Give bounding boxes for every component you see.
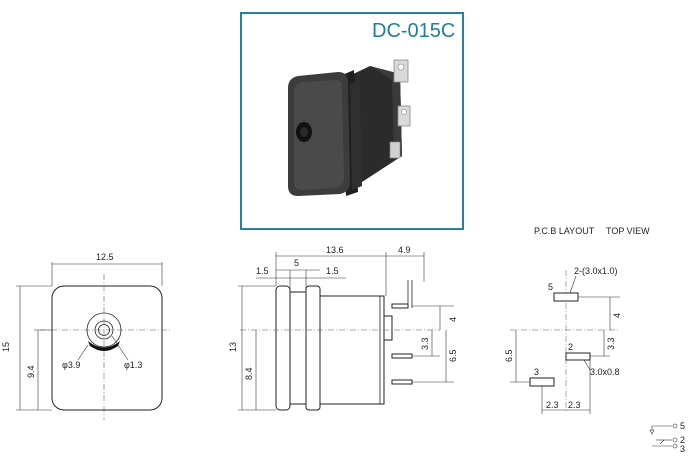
dim-width: 12.5 — [96, 252, 114, 262]
dim-pin-a: 4 — [448, 317, 458, 322]
pcb-dim-23b: 2.3 — [568, 400, 581, 410]
flange-front — [275, 285, 291, 411]
pcb-layout: P.C.B LAYOUT TOP VIEW 5 2 3 2-(3.0x1.0) … — [504, 226, 650, 414]
dim-center-height: 8.4 — [244, 367, 254, 380]
top-view-title: TOP VIEW — [606, 226, 650, 236]
product-photo-frame — [240, 12, 464, 230]
pcb-dim-33: 3.3 — [606, 337, 616, 350]
pad-2 — [565, 352, 591, 361]
dim-height: 15 — [1, 342, 11, 352]
dim-lead: 4.9 — [398, 245, 411, 255]
rear-body — [319, 295, 385, 405]
pad-3-label: 3 — [534, 367, 539, 377]
dim-outer-dia: φ3.9 — [62, 360, 80, 370]
dim-flange-b: 1.5 — [326, 266, 339, 276]
pad-3 — [529, 377, 555, 387]
dim-pin-b: 3.3 — [420, 337, 430, 350]
pcb-dim-23a: 2.3 — [546, 400, 559, 410]
pad-size-label: 2-(3.0x1.0) — [574, 266, 618, 276]
schematic-pin-3: 3 — [680, 444, 685, 454]
pin-3 — [391, 379, 413, 385]
schematic-pin-5: 5 — [680, 421, 685, 431]
dim-side-height: 13 — [228, 342, 238, 352]
pin-2 — [391, 353, 413, 359]
flange-gap — [289, 291, 307, 405]
jack-outer-circle — [86, 312, 122, 348]
side-view: 13.6 4.9 5 1.5 1.5 13 8.4 4 3.3 6.5 — [228, 245, 458, 411]
schematic-pin-2: 2 — [680, 435, 685, 445]
pad-single-size: 3.0x0.8 — [590, 367, 620, 377]
dim-flange-a: 1.5 — [256, 266, 269, 276]
dim-hole-offset: 9.4 — [26, 365, 36, 378]
pad-5 — [553, 292, 579, 302]
dim-pin-dia: φ1.3 — [124, 360, 142, 370]
dim-length: 13.6 — [326, 245, 344, 255]
model-label: DC-015C — [372, 20, 456, 42]
jack-inner-circle — [94, 320, 114, 340]
pcb-dim-4: 4 — [612, 313, 622, 318]
pad-2-label: 2 — [568, 342, 573, 352]
flange-rear — [305, 285, 321, 411]
product-photo — [288, 59, 411, 196]
front-view: 12.5 15 9.4 φ3.9 φ1.3 — [1, 252, 170, 420]
pad-5-label: 5 — [548, 282, 553, 292]
dim-spacing: 5 — [294, 258, 299, 268]
pin-schematic: 5 2 3 — [649, 421, 685, 454]
dim-pin-c: 6.5 — [448, 349, 458, 362]
pcb-dim-65: 6.5 — [504, 349, 514, 362]
pcb-layout-title: P.C.B LAYOUT — [534, 226, 595, 236]
pin-5 — [391, 303, 409, 309]
